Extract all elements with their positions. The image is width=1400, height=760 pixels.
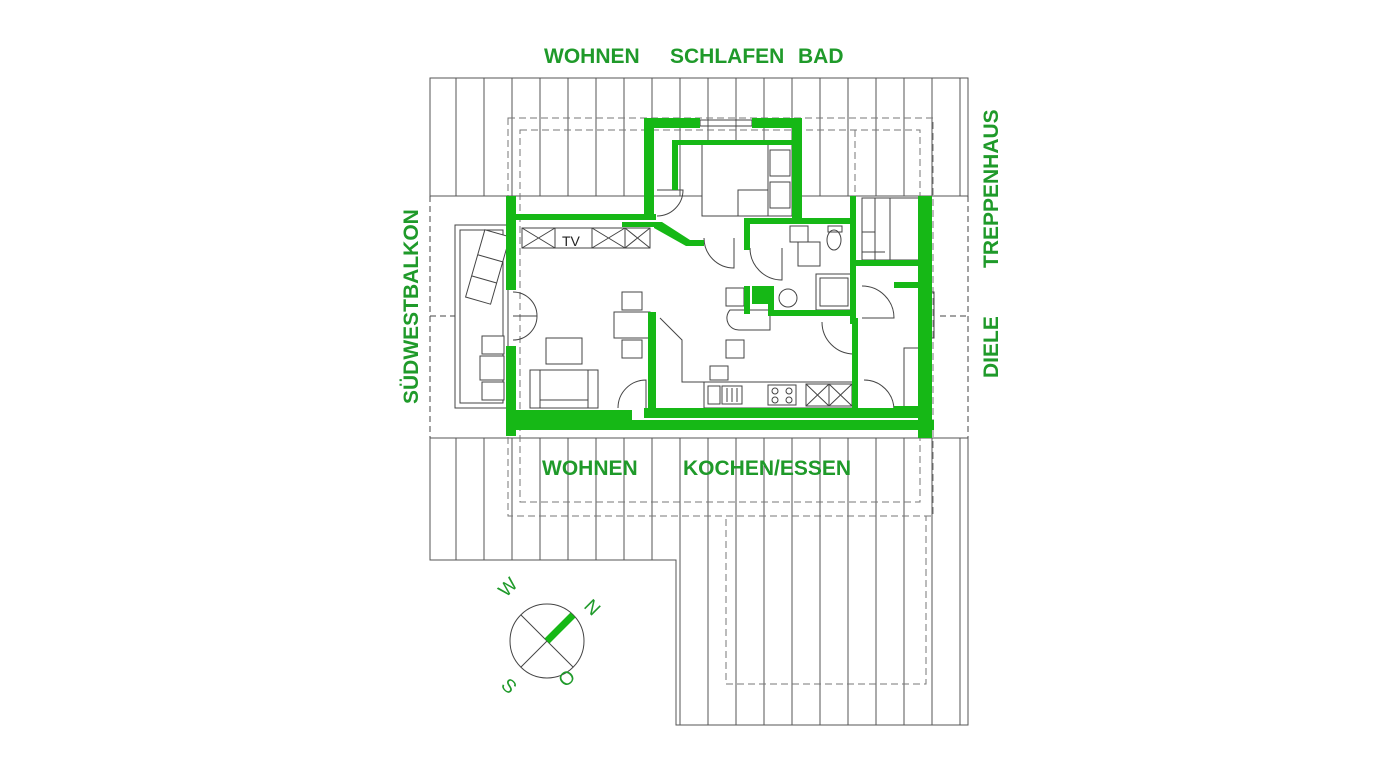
balcony-table: [479, 355, 505, 381]
roof-rafters-bottom: [455, 438, 961, 725]
sofa: [529, 369, 599, 409]
compass-west: W: [495, 574, 523, 602]
bed: [701, 142, 793, 217]
tv-label: TV: [562, 233, 581, 249]
label-bottom-wohnen: WOHNEN: [542, 457, 638, 480]
label-top-wohnen: WOHNEN: [544, 45, 640, 68]
bedroom: [656, 119, 793, 217]
room-labels: WOHNEN SCHLAFEN BAD TREPPENHAUS DIELE SÜ…: [400, 45, 1003, 480]
dining-table: [613, 311, 651, 339]
living-area: TV: [512, 227, 735, 409]
label-kochen-essen: KOCHEN/ESSEN: [683, 457, 851, 480]
walls[interactable]: [506, 118, 934, 438]
shower: [815, 273, 853, 311]
deck-chair: [464, 229, 511, 305]
roof-outline: [429, 77, 969, 726]
bathroom: [749, 225, 853, 311]
compass-south: S: [496, 675, 520, 699]
cooktop: [767, 384, 797, 406]
label-suedwestbalkon: SÜDWESTBALKON: [400, 209, 423, 404]
dining-chair: [621, 339, 643, 359]
bar-stool: [725, 339, 745, 359]
sink: [778, 288, 798, 308]
toilet: [826, 229, 842, 251]
compass: N W S O: [495, 574, 604, 699]
compass-needle: [544, 612, 576, 644]
dining-chair: [621, 291, 643, 311]
balcony: [454, 224, 511, 409]
compass-north: N: [579, 596, 604, 621]
balcony-chair: [481, 381, 505, 401]
label-treppenhaus: TREPPENHAUS: [980, 109, 1003, 268]
bar-stool: [725, 287, 745, 307]
label-top-bad: BAD: [798, 45, 844, 68]
balcony-chair: [481, 335, 505, 355]
label-diele: DIELE: [980, 316, 1003, 378]
label-top-schlafen: SCHLAFEN: [670, 45, 784, 68]
coffee-table: [545, 337, 583, 365]
tv-cabinet: TV: [521, 227, 651, 249]
